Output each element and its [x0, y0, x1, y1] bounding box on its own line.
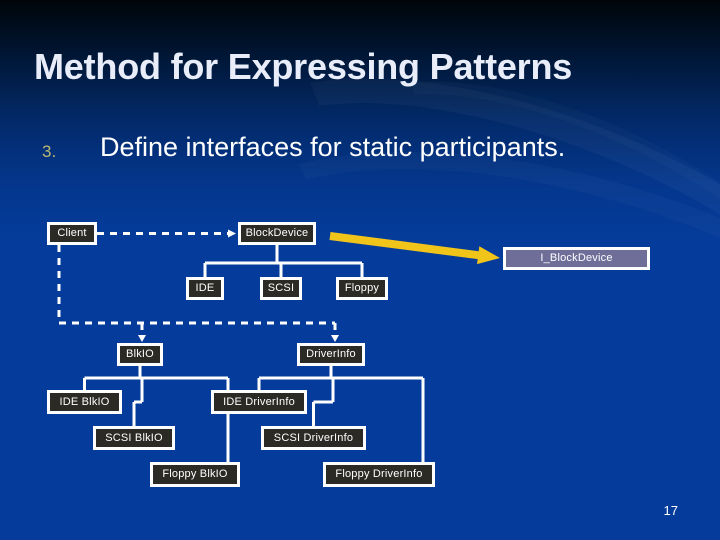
highlight-arrow-shape [329, 232, 500, 265]
node-label: IDE [195, 282, 215, 294]
node-blkio[interactable]: BlkIO [117, 343, 163, 366]
node-label: SCSI BlkIO [105, 431, 163, 444]
node-label: SCSI DriverInfo [273, 431, 354, 444]
node-label: Floppy BlkIO [162, 468, 228, 480]
node-driverinfo[interactable]: DriverInfo [297, 343, 365, 366]
node-label: BlockDevice [245, 227, 309, 239]
highlight-arrow-icon [329, 232, 500, 265]
node-label: Floppy DriverInfo [335, 468, 423, 480]
node-scsi_driverinfo[interactable]: SCSI DriverInfo [261, 426, 366, 450]
node-scsi[interactable]: SCSI [260, 277, 302, 300]
node-blockdevice[interactable]: BlockDevice [238, 222, 316, 245]
node-ide_driverinfo[interactable]: IDE DriverInfo [211, 390, 307, 414]
node-scsi_blkio[interactable]: SCSI BlkIO [93, 426, 175, 450]
node-label: DriverInfo [306, 348, 356, 360]
node-i_blockdevice[interactable]: I_BlockDevice [503, 247, 650, 270]
bullet-number: 3. [42, 142, 57, 161]
arrowhead-client-blockdevice [228, 229, 236, 238]
arrowhead-blkio [138, 335, 146, 342]
node-label: IDE DriverInfo [223, 395, 295, 408]
node-label: Floppy [344, 282, 380, 294]
node-label: I_BlockDevice [540, 252, 613, 264]
node-floppy[interactable]: Floppy [336, 277, 388, 300]
page-number: 17 [663, 503, 678, 518]
node-label: IDE BlkIO [59, 395, 110, 408]
bullet-text: Define interfaces for static participant… [100, 132, 566, 162]
page-title: Method for Expressing Patterns [34, 46, 573, 87]
node-label: Client [57, 227, 87, 239]
node-client[interactable]: Client [47, 222, 97, 245]
node-label: SCSI [267, 282, 295, 294]
node-ide[interactable]: IDE [186, 277, 224, 300]
node-floppy_driverinfo[interactable]: Floppy DriverInfo [323, 462, 435, 487]
node-label: BlkIO [126, 348, 154, 360]
node-ide_blkio[interactable]: IDE BlkIO [47, 390, 122, 414]
node-floppy_blkio[interactable]: Floppy BlkIO [150, 462, 240, 487]
bullet-row: 3. Define interfaces for static particip… [42, 132, 682, 172]
arrowhead-driverinfo [331, 335, 339, 342]
